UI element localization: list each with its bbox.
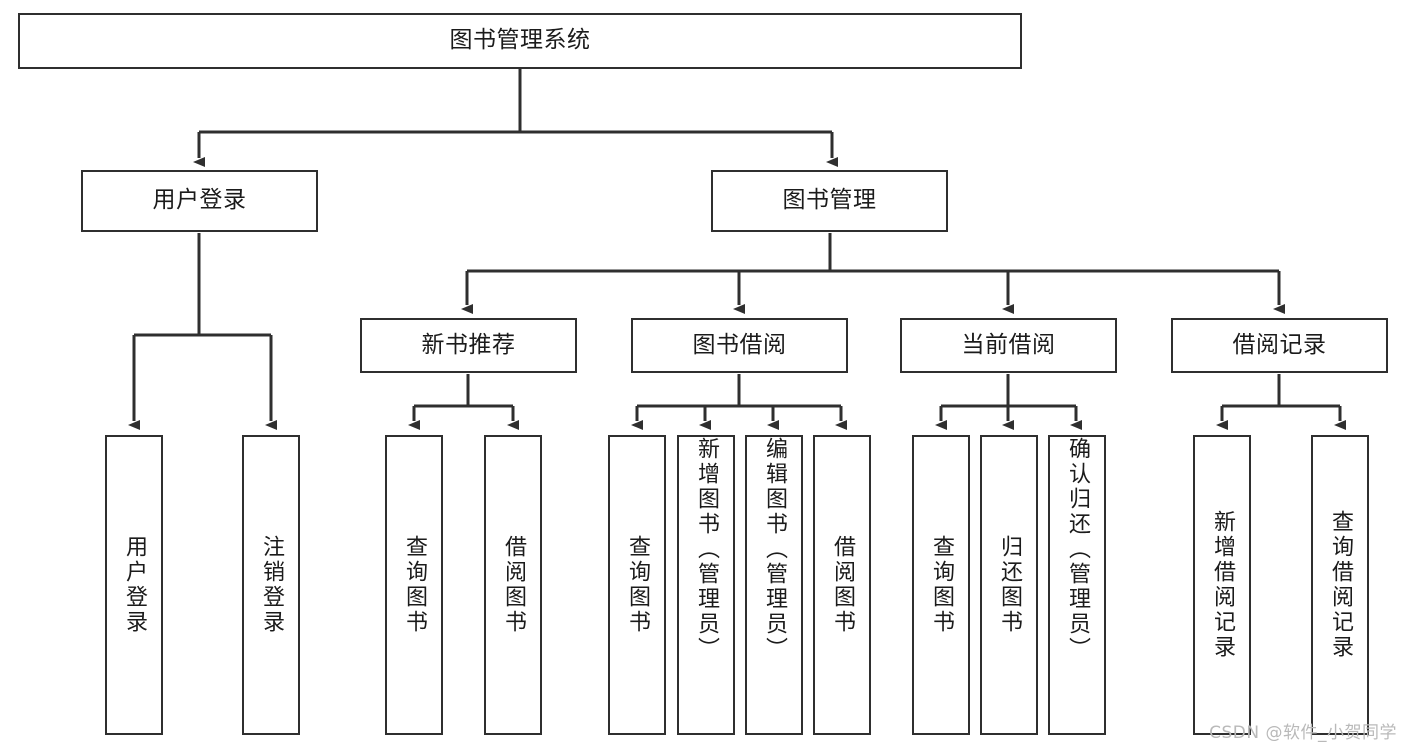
leaf-user-login-logout[interactable]: 注销登录 xyxy=(242,435,300,735)
node-label: 图书管理系统 xyxy=(449,27,591,54)
node-label: 借阅记录 xyxy=(1232,331,1327,358)
node-label: 新书推荐 xyxy=(421,331,516,358)
node-label: 归还图书 xyxy=(997,535,1022,635)
node-label: 确认归还（管理员） xyxy=(1065,437,1090,662)
node-current-borrow[interactable]: 当前借阅 xyxy=(900,318,1117,373)
node-label: 查询图书 xyxy=(625,535,650,635)
node-label: 用户登录 xyxy=(152,187,247,214)
node-book-borrow[interactable]: 图书借阅 xyxy=(631,318,848,373)
leaf-records-query-record[interactable]: 查询借阅记录 xyxy=(1311,435,1369,735)
leaf-current-confirm-return-admin[interactable]: 确认归还（管理员） xyxy=(1048,435,1106,735)
node-borrow-records[interactable]: 借阅记录 xyxy=(1171,318,1388,373)
node-label: 借阅图书 xyxy=(830,535,855,635)
node-label: 借阅图书 xyxy=(501,535,526,635)
leaf-current-return-books[interactable]: 归还图书 xyxy=(980,435,1038,735)
node-label: 编辑图书（管理员） xyxy=(762,437,787,662)
node-book-management[interactable]: 图书管理 xyxy=(711,170,948,232)
node-label: 图书管理 xyxy=(782,187,877,214)
node-label: 注销登录 xyxy=(259,535,284,635)
node-new-book-recommend[interactable]: 新书推荐 xyxy=(360,318,577,373)
leaf-borrow-edit-book-admin[interactable]: 编辑图书（管理员） xyxy=(745,435,803,735)
leaf-borrow-add-book-admin[interactable]: 新增图书（管理员） xyxy=(677,435,735,735)
node-label: 新增图书（管理员） xyxy=(694,437,719,662)
node-label: 当前借阅 xyxy=(961,331,1056,358)
leaf-user-login-login[interactable]: 用户登录 xyxy=(105,435,163,735)
leaf-records-add-record[interactable]: 新增借阅记录 xyxy=(1193,435,1251,735)
leaf-borrow-query-books[interactable]: 查询图书 xyxy=(608,435,666,735)
node-label: 查询图书 xyxy=(929,535,954,635)
node-label: 图书借阅 xyxy=(692,331,787,358)
node-user-login[interactable]: 用户登录 xyxy=(81,170,318,232)
leaf-borrow-borrow-books[interactable]: 借阅图书 xyxy=(813,435,871,735)
leaf-recommend-query-books[interactable]: 查询图书 xyxy=(385,435,443,735)
node-label: 查询图书 xyxy=(402,535,427,635)
node-label: 查询借阅记录 xyxy=(1328,510,1353,660)
leaf-recommend-borrow-books[interactable]: 借阅图书 xyxy=(484,435,542,735)
watermark: CSDN @软件_小贺同学 xyxy=(1209,723,1397,743)
node-root-system[interactable]: 图书管理系统 xyxy=(18,13,1022,69)
leaf-current-query-books[interactable]: 查询图书 xyxy=(912,435,970,735)
node-label: 用户登录 xyxy=(122,535,147,635)
node-label: 新增借阅记录 xyxy=(1210,510,1235,660)
